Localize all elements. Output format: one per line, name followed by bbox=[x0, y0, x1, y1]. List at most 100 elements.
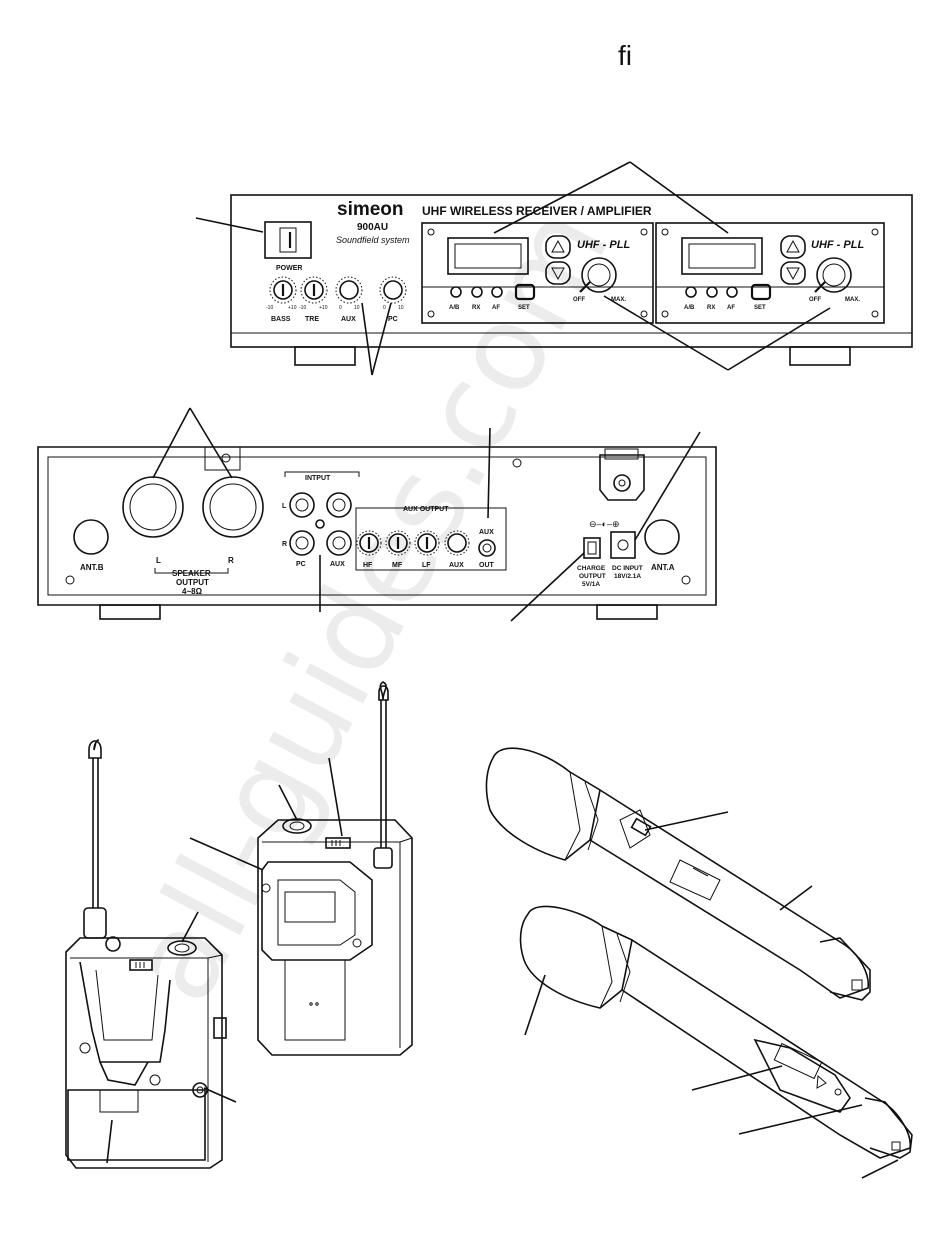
speaker-output-label: SPEAKER bbox=[172, 569, 211, 578]
knob-bass[interactable] bbox=[269, 276, 297, 304]
knob-scale-aux-max: 10 bbox=[354, 305, 360, 311]
bodypack-transmitter-front bbox=[65, 739, 237, 1169]
charge-output-label-2: OUTPUT bbox=[579, 573, 606, 580]
callout-volume-1 bbox=[603, 295, 729, 371]
callout-upper-mic-body bbox=[779, 885, 813, 911]
brand-logo: simeon bbox=[337, 199, 404, 220]
antenna-a-jack[interactable] bbox=[644, 519, 680, 555]
knob-label-bass: BASS bbox=[271, 316, 291, 323]
callout-display-1 bbox=[493, 161, 631, 234]
aux-output-group-label: AUX OUTPUT bbox=[403, 506, 449, 513]
receiver-1-display bbox=[447, 237, 529, 275]
receiver-1-led-af bbox=[491, 286, 503, 298]
charge-output-port[interactable] bbox=[583, 537, 601, 559]
receiver-2-volume-knob[interactable] bbox=[816, 257, 852, 293]
receiver-1-volume-knob[interactable] bbox=[581, 257, 617, 293]
callout-upper-mic-switch bbox=[644, 811, 729, 831]
input-jack-l2[interactable] bbox=[326, 492, 352, 518]
knob-pc[interactable] bbox=[379, 276, 407, 304]
dc-rating: 18V/2.1A bbox=[614, 573, 641, 580]
speaker-r-label: R bbox=[228, 556, 234, 565]
callout-volume-2 bbox=[727, 307, 831, 371]
aux-knob-lf-label: LF bbox=[422, 562, 431, 569]
input-l-label: L bbox=[282, 503, 287, 510]
input-jack-pc[interactable] bbox=[289, 530, 315, 556]
receiver-2-led-af bbox=[726, 286, 738, 298]
charge-rating: 5V/1A bbox=[582, 581, 600, 588]
header-glyph: ﬁ bbox=[618, 40, 632, 71]
receiver-2-led-af-label: AF bbox=[727, 305, 735, 311]
callout-lower-mic-connector bbox=[861, 1159, 899, 1179]
knob-scale-aux-min: 0 bbox=[339, 305, 342, 311]
brand-tagline: Soundfield system bbox=[336, 235, 410, 245]
bodypack-power-button[interactable] bbox=[105, 936, 121, 952]
receiver-1-badge: UHF - PLL bbox=[577, 239, 630, 251]
callout-aux-knob bbox=[361, 302, 373, 376]
receiver-2-led-rx bbox=[706, 286, 718, 298]
receiver-module-2: UHF - PLL A/B RX AF SET OFF MAX. bbox=[655, 222, 885, 324]
antenna-a-label: ANT.A bbox=[651, 563, 675, 572]
speaker-output-left[interactable] bbox=[122, 476, 184, 538]
callout-pc-knob bbox=[371, 302, 392, 376]
knob-scale-pc-max: 10 bbox=[398, 305, 404, 311]
knob-aux[interactable] bbox=[335, 276, 363, 304]
bodypack-rear-switch[interactable] bbox=[325, 837, 351, 849]
aux-knob-hf[interactable] bbox=[356, 530, 382, 556]
upper-mic-switch[interactable] bbox=[630, 817, 652, 837]
antenna-b-jack[interactable] bbox=[73, 519, 109, 555]
aux-knob-aux-label: AUX bbox=[449, 562, 464, 569]
receiver-2-led-ab-label: A/B bbox=[684, 305, 695, 311]
callout-speaker-right bbox=[189, 407, 233, 479]
receiver-1-set-label: SET bbox=[518, 305, 530, 311]
aux-knob-mf[interactable] bbox=[385, 530, 411, 556]
callout-bodypack-rear-switch bbox=[328, 757, 343, 837]
receiver-1-up-button[interactable] bbox=[545, 235, 571, 259]
input-r-label: R bbox=[282, 541, 287, 548]
dc-input-port[interactable] bbox=[610, 531, 636, 559]
receiver-2-led-ab bbox=[685, 286, 697, 298]
receiver-2-max-label: MAX. bbox=[845, 297, 860, 303]
knob-scale-tre-max: +10 bbox=[319, 305, 328, 311]
receiver-2-down-button[interactable] bbox=[780, 261, 806, 285]
aux-knob-hf-label: HF bbox=[363, 562, 373, 569]
callout-aux-output bbox=[487, 427, 491, 519]
model-number: 900AU bbox=[357, 222, 388, 233]
power-switch[interactable] bbox=[264, 221, 312, 259]
aux-knob-lf[interactable] bbox=[414, 530, 440, 556]
speaker-output-label-2: OUTPUT bbox=[176, 578, 209, 587]
knob-label-aux: AUX bbox=[341, 316, 356, 323]
aux-jack-bottom-label: OUT bbox=[479, 562, 495, 569]
receiver-1-down-button[interactable] bbox=[545, 261, 571, 285]
dc-input-label: DC INPUT bbox=[612, 565, 643, 572]
receiver-1-set-button[interactable] bbox=[514, 283, 536, 301]
knob-label-treble: TRE bbox=[305, 316, 319, 323]
knob-scale-bass-min: -10 bbox=[266, 305, 273, 311]
receiver-2-badge: UHF - PLL bbox=[811, 239, 864, 251]
receiver-1-max-label: MAX. bbox=[611, 297, 626, 303]
input-aux-label: AUX bbox=[330, 561, 345, 568]
callout-bodypack-side-jack bbox=[203, 1087, 237, 1103]
receiver-2-set-button[interactable] bbox=[750, 283, 772, 301]
speaker-output-right[interactable] bbox=[202, 476, 264, 538]
receiver-2-up-button[interactable] bbox=[780, 235, 806, 259]
callout-lower-mic-display bbox=[691, 1065, 783, 1091]
callout-lower-mic-button bbox=[738, 1104, 863, 1135]
aux-jack-top-label: AUX bbox=[479, 529, 494, 536]
bodypack-front-switch[interactable] bbox=[129, 959, 153, 971]
speaker-impedance: 4~8Ω bbox=[182, 587, 203, 596]
callout-bodypack-battery bbox=[106, 1119, 113, 1164]
knob-treble[interactable] bbox=[300, 276, 328, 304]
aux-output-jack[interactable] bbox=[478, 539, 496, 557]
bodypack-transmitter-rear bbox=[189, 681, 413, 1056]
receiver-1-led-rx-label: RX bbox=[472, 305, 480, 311]
knob-scale-tre-min: -10 bbox=[299, 305, 306, 311]
speaker-l-label: L bbox=[156, 556, 161, 565]
aux-knob-aux[interactable] bbox=[444, 530, 470, 556]
callout-display-2 bbox=[629, 161, 729, 234]
input-jack-aux[interactable] bbox=[326, 530, 352, 556]
input-jack-l[interactable] bbox=[289, 492, 315, 518]
knob-label-pc: PC bbox=[388, 316, 398, 323]
receiver-1-led-ab bbox=[450, 286, 462, 298]
receiver-module-1: UHF - PLL A/B RX AF SET OFF MAX. bbox=[421, 222, 654, 324]
